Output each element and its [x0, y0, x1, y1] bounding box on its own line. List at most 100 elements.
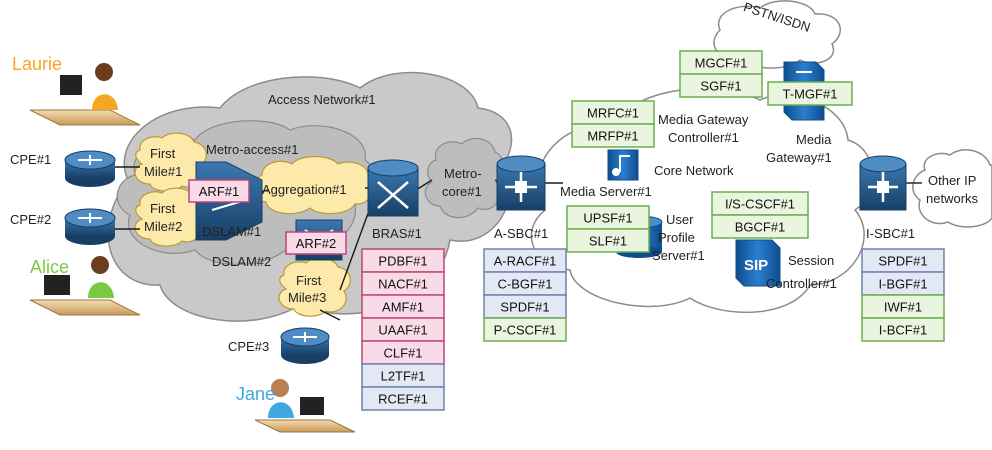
bras-function-box-5-text: CLF#1	[383, 346, 422, 361]
mgcf-function-box-1: MGCF#1	[679, 50, 763, 75]
isbc-function-box-3-text: IWF#1	[884, 300, 922, 315]
laurie-label: Laurie	[12, 54, 62, 74]
media-gateway-label-line1: Media	[796, 132, 832, 147]
session-controller-label-line2: Controller#1	[766, 276, 837, 291]
mgcf-function-box-1-text: MGCF#1	[695, 56, 748, 71]
isbc-function-box-3: IWF#1	[861, 294, 945, 319]
asbc-function-box-2: C-BGF#1	[483, 271, 567, 296]
asbc-function-box-3: SPDF#1	[483, 294, 567, 319]
user-profile-label-line3: Server#1	[652, 248, 705, 263]
asbc-function-box-4-text: P-CSCF#1	[494, 323, 557, 338]
bras-switch-icon	[367, 159, 419, 217]
arf1-box: ARF#1	[188, 179, 250, 203]
bras-function-box-2: NACF#1	[361, 271, 445, 296]
first-mile-1-label-line1: First	[150, 146, 176, 161]
first-mile-2-label-line1: First	[150, 201, 176, 216]
bras-label: BRAS#1	[372, 226, 422, 241]
cscf-function-box-1: I/S-CSCF#1	[711, 191, 809, 216]
core-network-label: Core Network	[654, 163, 734, 178]
jane-label: Jane	[236, 384, 275, 404]
isbc-function-box-1: SPDF#1	[861, 248, 945, 273]
bras-function-box-6: L2TF#1	[361, 363, 445, 388]
mgcf-function-box-2: SGF#1	[679, 73, 763, 98]
isbc-function-box-4-text: I-BCF#1	[879, 323, 927, 338]
dslam2-label: DSLAM#2	[212, 254, 271, 269]
arf1-box-text: ARF#1	[199, 184, 239, 199]
bras-function-box-2-text: NACF#1	[378, 277, 428, 292]
metro-core-label-line1: Metro-	[444, 166, 482, 181]
isbc-function-box-2-text: I-BGF#1	[878, 277, 927, 292]
bras-function-box-1: PDBF#1	[361, 248, 445, 273]
bras-function-box-7-text: RCEF#1	[378, 392, 428, 407]
asbc-icon	[496, 155, 546, 211]
cpe1-router-icon	[64, 150, 116, 187]
media-server-icon	[607, 149, 639, 181]
bras-function-box-3-text: AMF#1	[382, 300, 424, 315]
arf2-box-text: ARF#2	[296, 236, 336, 251]
first-mile-3-label-line1: First	[296, 273, 322, 288]
cpe2-router-icon	[64, 208, 116, 245]
cpe1-label: CPE#1	[10, 152, 51, 167]
asbc-function-box-1-text: A-RACF#1	[494, 254, 557, 269]
user-profile-label-line2: Profile	[658, 230, 695, 245]
bras-function-box-7: RCEF#1	[361, 386, 445, 411]
sip-logo-text: SIP	[744, 257, 768, 274]
mrf-function-box-2-text: MRFP#1	[587, 129, 638, 144]
mrf-function-box-1: MRFC#1	[571, 100, 655, 125]
metro-access-label: Metro-access#1	[206, 142, 298, 157]
upsf-function-box-1: UPSF#1	[566, 205, 650, 230]
other-ip-label-line1: Other IP	[928, 173, 976, 188]
media-gateway-label-line2: Gateway#1	[766, 150, 832, 165]
first-mile-3-label-line2: Mile#3	[288, 290, 326, 305]
isbc-function-box-4: I-BCF#1	[861, 317, 945, 342]
asbc-function-box-2-text: C-BGF#1	[498, 277, 553, 292]
laurie-user-icon	[29, 63, 141, 126]
mrf-function-box-1-text: MRFC#1	[587, 106, 639, 121]
cscf-function-box-2: BGCF#1	[711, 214, 809, 239]
jane-user-icon	[254, 379, 356, 433]
dslam1-label: DSLAM#1	[202, 224, 261, 239]
alice-user-icon	[29, 256, 141, 316]
bras-function-box-4: UAAF#1	[361, 317, 445, 342]
mgc-label-line1: Media Gateway	[658, 112, 749, 127]
cscf-function-box-2-text: BGCF#1	[735, 220, 786, 235]
isbc-icon	[859, 155, 907, 211]
cscf-function-box-1-text: I/S-CSCF#1	[725, 197, 795, 212]
mgc-label-line2: Controller#1	[668, 130, 739, 145]
isbc-label: I-SBC#1	[866, 226, 915, 241]
other-ip-cloud	[912, 149, 992, 228]
asbc-label: A-SBC#1	[494, 226, 548, 241]
sip-server-icon: SIP	[735, 239, 781, 287]
first-mile-2-label-line2: Mile#2	[144, 219, 182, 234]
mrf-function-box-2: MRFP#1	[571, 123, 655, 148]
metro-core-cloud	[424, 137, 505, 219]
function-boxes: ARF#1ARF#2PDBF#1NACF#1AMF#1UAAF#1CLF#1L2…	[188, 50, 945, 411]
isbc-function-box-1-text: SPDF#1	[878, 254, 927, 269]
isbc-function-box-2: I-BGF#1	[861, 271, 945, 296]
access-network-label: Access Network#1	[268, 92, 376, 107]
bras-function-box-5: CLF#1	[361, 340, 445, 365]
bras-function-box-3: AMF#1	[361, 294, 445, 319]
bras-function-box-6-text: L2TF#1	[381, 369, 426, 384]
asbc-function-box-3-text: SPDF#1	[500, 300, 549, 315]
media-server-label: Media Server#1	[560, 184, 652, 199]
aggregation-label: Aggregation#1	[262, 182, 347, 197]
cpe2-label: CPE#2	[10, 212, 51, 227]
bras-function-box-4-text: UAAF#1	[378, 323, 427, 338]
first-mile-3-cloud	[278, 257, 351, 317]
upsf-function-box-1-text: UPSF#1	[583, 211, 632, 226]
asbc-function-box-4: P-CSCF#1	[483, 317, 567, 342]
other-ip-label-line2: networks	[926, 191, 979, 206]
arf2-box: ARF#2	[285, 231, 347, 255]
asbc-function-box-1: A-RACF#1	[483, 248, 567, 273]
metro-core-label-line2: core#1	[442, 184, 482, 199]
upsf-function-box-2: SLF#1	[566, 228, 650, 253]
tmgf-box: T-MGF#1	[767, 81, 853, 106]
first-mile-1-label-line2: Mile#1	[144, 164, 182, 179]
tmgf-box-text: T-MGF#1	[783, 87, 838, 102]
user-profile-label-line1: User	[666, 212, 694, 227]
bras-function-box-1-text: PDBF#1	[378, 254, 427, 269]
cpe3-router-icon	[280, 327, 330, 364]
session-controller-label-line1: Session	[788, 253, 834, 268]
